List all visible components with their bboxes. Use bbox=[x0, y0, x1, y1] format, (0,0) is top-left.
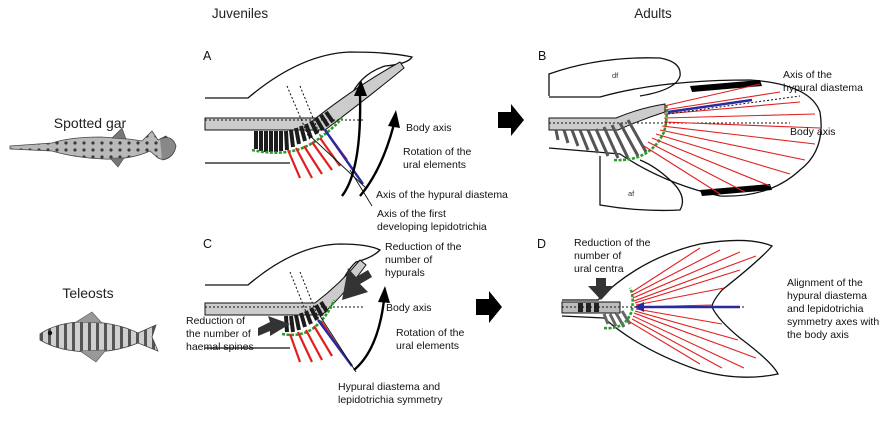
panel-d-align-label-2: hypural diastema bbox=[787, 290, 867, 302]
arrow-juvenile-to-adult-top bbox=[498, 104, 524, 136]
panel-a-lepido-axis-label-2: developing lepidotrichia bbox=[377, 221, 487, 233]
panel-a-hypural-axis-label: Axis of the hypural diastema bbox=[376, 189, 508, 201]
panel-c-rotation-label-1: Rotation of the bbox=[396, 327, 464, 339]
panel-d-centra-label-2: number of bbox=[574, 250, 621, 262]
row-label-spotted-gar: Spotted gar bbox=[54, 115, 127, 131]
panel-d-align-label-3: and lepidotrichia bbox=[787, 303, 864, 315]
teleost-illustration bbox=[40, 312, 158, 362]
panel-c: C Reduction of the number of hypurals Bo… bbox=[186, 237, 464, 406]
panel-c-haemal-label-2: the number of bbox=[186, 328, 251, 340]
panel-d-align-label-4: symmetry axes with bbox=[787, 316, 879, 328]
panel-b-letter: B bbox=[538, 49, 546, 63]
panel-d-align-label-5: the body axis bbox=[787, 329, 849, 341]
panel-b-axis-label-1: Axis of the bbox=[783, 69, 832, 81]
panel-c-body-axis-label: Body axis bbox=[386, 302, 432, 314]
panel-a-rotation-label-1: Rotation of the bbox=[403, 146, 471, 158]
spotted-gar-illustration bbox=[10, 128, 176, 167]
panel-a: A bbox=[203, 49, 508, 233]
panel-a-rotation-label-2: ural elements bbox=[403, 159, 466, 171]
panel-b-body-axis-label: Body axis bbox=[790, 126, 836, 138]
panel-d-centra-label-1: Reduction of the bbox=[574, 237, 651, 249]
panel-c-symmetry-label-1: Hypural diastema and bbox=[338, 381, 440, 393]
header-adults: Adults bbox=[634, 6, 672, 21]
panel-c-hypurals-label-2: number of bbox=[385, 254, 432, 266]
panel-b-dorsal-fin-label: df bbox=[612, 71, 619, 80]
panel-a-letter: A bbox=[203, 49, 212, 63]
row-label-teleosts: Teleosts bbox=[62, 285, 113, 301]
panel-d-align-label-1: Alignment of the bbox=[787, 277, 863, 289]
panel-c-haemal-label-1: Reduction of bbox=[186, 315, 245, 327]
panel-c-letter: C bbox=[203, 237, 212, 251]
panel-a-lepido-axis-label-1: Axis of the first bbox=[377, 208, 446, 220]
panel-c-rotation-label-2: ural elements bbox=[396, 340, 459, 352]
panel-b-axis-label-2: hypural diastema bbox=[783, 82, 863, 94]
panel-a-body-axis-label: Body axis bbox=[406, 122, 452, 134]
panel-d-centra-label-3: ural centra bbox=[574, 263, 624, 275]
panel-b-anal-fin-label: af bbox=[628, 189, 635, 198]
panel-d: D bbox=[537, 237, 879, 377]
panel-c-hypurals-label-3: hypurals bbox=[385, 267, 425, 279]
arrow-juvenile-to-adult-bottom bbox=[476, 291, 502, 323]
panel-d-letter: D bbox=[537, 237, 546, 251]
panel-c-symmetry-label-2: lepidotrichia symmetry bbox=[338, 394, 443, 406]
panel-d-centra-arrow bbox=[588, 278, 614, 300]
panel-b-lepidotrichia bbox=[644, 84, 820, 194]
panel-b: B df af bbox=[538, 49, 863, 210]
header-juveniles: Juveniles bbox=[212, 6, 269, 21]
panel-c-haemal-label-3: haemal spines bbox=[186, 341, 254, 353]
panel-c-hypurals-label-1: Reduction of the bbox=[385, 241, 462, 253]
